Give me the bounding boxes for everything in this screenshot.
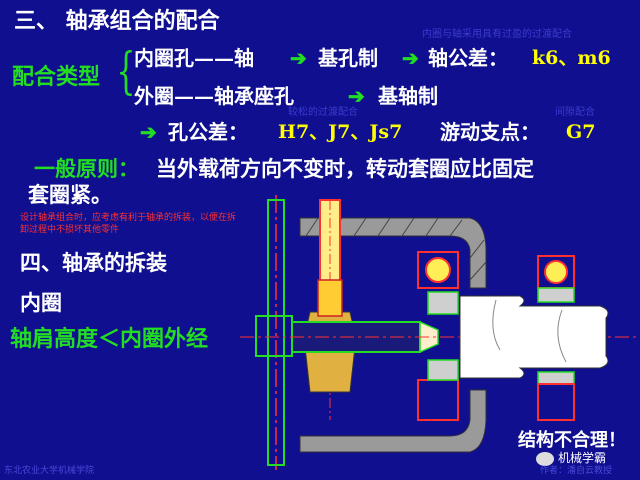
note-loose-transition-fit: 较松的过渡配合 <box>288 107 358 118</box>
arrow-icon: ➔ <box>348 84 365 108</box>
fit-types-label: 配合类型 <box>12 64 101 90</box>
bearing-outer-top <box>417 251 459 289</box>
shaft-end-left <box>255 315 293 357</box>
row1-shaft-tolerance-values: k6、m6 <box>532 47 611 69</box>
note-interference-fit: 内圈与轴采用具有过盈的过渡配合 <box>422 29 572 40</box>
right-shaft <box>459 295 609 379</box>
row2-basis-shaft: 基轴制 <box>378 84 438 108</box>
row3-floating-support-value: G7 <box>566 121 596 143</box>
shaft <box>291 321 421 353</box>
wrong-structure-label: 结构不合理！ <box>518 430 626 451</box>
row1-inner-ring-hole: 内圈孔——轴 <box>134 46 254 70</box>
section4-heading: 四、轴承的拆装 <box>20 250 167 275</box>
brace-icon: { <box>116 42 136 100</box>
wechat-icon <box>536 452 554 466</box>
row2-outer-ring-housing: 外圈——轴承座孔 <box>134 84 294 108</box>
bearing-outer-bottom <box>417 379 459 421</box>
design-note: 设计轴承组合时，应考虑有利于轴承的拆装，以便在拆卸过程中不损坏其他零件 <box>20 213 237 235</box>
arrow-icon: ➔ <box>290 46 307 70</box>
puller-rod <box>267 199 285 466</box>
row1-basis-hole: 基孔制 <box>318 46 378 70</box>
principle-label: 一般原则： <box>34 156 139 181</box>
bearing-right-bottom <box>537 383 575 421</box>
puller-arm-lower <box>299 389 487 453</box>
ball-right <box>544 260 568 284</box>
heading: 三、 轴承组合的配合 <box>14 8 220 34</box>
watermark: 机械学霸 <box>558 451 607 465</box>
row1-shaft-tolerance-label: 轴公差： <box>428 46 508 70</box>
row3-hole-tolerance-label: 孔公差： <box>168 120 248 144</box>
arrow-icon: ➔ <box>140 120 157 144</box>
footer-right: 作者：潘自云教授 <box>540 466 613 476</box>
note-clearance-fit: 间隙配合 <box>555 107 595 118</box>
principle-text-line1: 当外载荷方向不变时，转动套圈应比固定 <box>156 156 534 181</box>
inner-ring-label: 内圈 <box>20 290 62 315</box>
row3-floating-support-label: 游动支点： <box>440 120 540 144</box>
principle-text-line2: 套圈紧。 <box>28 182 112 207</box>
row3-hole-tolerance-values: H7、J7、Js7 <box>278 121 403 143</box>
puller-arm-upper <box>299 217 487 289</box>
arrow-icon: ➔ <box>402 46 419 70</box>
ball-top <box>425 257 451 283</box>
footer-left: 东北农业大学机械学院 <box>4 466 95 476</box>
shoulder-rule: 轴肩高度＜内圈外经 <box>10 326 209 352</box>
